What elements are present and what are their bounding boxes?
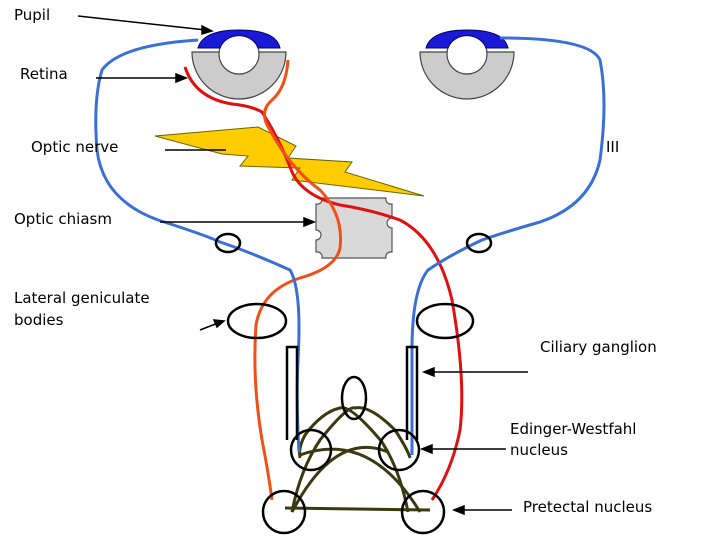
label-arrows [77,15,528,516]
right-edinger-westphal-nucleus [377,428,421,472]
right-pretectal-nucleus [400,489,446,535]
afferent-red-pathway [183,66,464,501]
right-eye-globe [419,51,515,100]
label-lateral-geniculate-2: bodies [14,311,64,329]
label-edinger-westfahl-1: Edinger-Westfahl [510,420,636,438]
left-eye [191,29,287,100]
interneuron-pathways [284,406,431,513]
label-edinger-westfahl-2: nucleus [510,441,568,459]
label-pupil: Pupil [14,6,50,24]
right-lateral-geniculate-body [415,302,475,340]
right-pupil [425,29,509,49]
central-small-nucleus [340,375,368,421]
left-oculomotor-bracket [285,345,299,440]
label-retina: Retina [20,65,68,83]
label-optic-chiasm: Optic chiasm [14,210,112,228]
label-pretectal-nucleus: Pretectal nucleus [523,498,652,516]
efferent-blue-pathway-right [410,36,606,455]
efferent-blue-pathway-left [94,38,301,453]
right-oculomotor-bracket [405,345,419,440]
left-pupil [197,29,281,49]
label-ciliary-ganglion: Ciliary ganglion [540,338,657,356]
left-pretectal-nucleus [261,489,307,535]
label-optic-nerve: Optic nerve [31,138,118,156]
right-ciliary-ganglion [465,232,493,254]
label-lateral-geniculate-1: Lateral geniculate [14,289,150,307]
right-eye [419,29,515,100]
left-eye-globe [191,51,287,100]
afferent-orange-pathway [253,59,343,501]
left-edinger-westphal-nucleus [289,428,333,472]
label-cn3: III [606,138,619,156]
left-lateral-geniculate-body [226,302,288,340]
left-ciliary-ganglion [214,232,242,254]
